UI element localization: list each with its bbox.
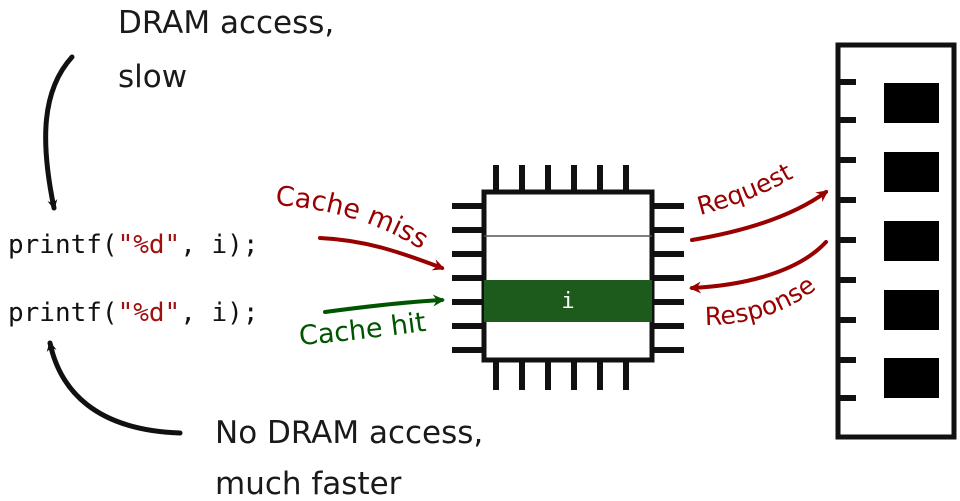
code-line-2-format: "%d" (118, 298, 181, 328)
response-label: Response (704, 270, 820, 331)
cache-miss-label: Cache miss (274, 181, 433, 256)
code-line-1-fn: printf( (8, 230, 118, 260)
code-line-2-rest: , i); (180, 298, 258, 328)
note-no-dram-line1: No DRAM access, (215, 415, 483, 451)
cache-miss-arrow (318, 236, 445, 271)
code-line-2: printf("%d", i); (8, 298, 258, 328)
request-label: Request (694, 157, 797, 221)
cpu-chip-icon: i (452, 165, 684, 390)
cache-line-value: i (561, 289, 574, 314)
cache-hit-arrow (323, 294, 445, 314)
cache-hit-label: Cache hit (298, 307, 428, 352)
arrow-bottom-note (46, 340, 183, 436)
note-dram-slow-line2: slow (118, 59, 187, 95)
code-line-1-rest: , i); (180, 230, 258, 260)
code-line-1: printf("%d", i); (8, 230, 258, 260)
arrow-top-note (43, 54, 75, 211)
code-line-1-format: "%d" (118, 230, 181, 260)
dram-module-icon (835, 42, 957, 440)
code-line-2-fn: printf( (8, 298, 118, 328)
note-dram-slow-line1: DRAM access, (118, 5, 334, 41)
response-arrow (689, 240, 828, 294)
cache-line-hit (484, 280, 652, 322)
note-no-dram-line2: much faster (215, 466, 402, 501)
request-arrow (690, 190, 829, 242)
